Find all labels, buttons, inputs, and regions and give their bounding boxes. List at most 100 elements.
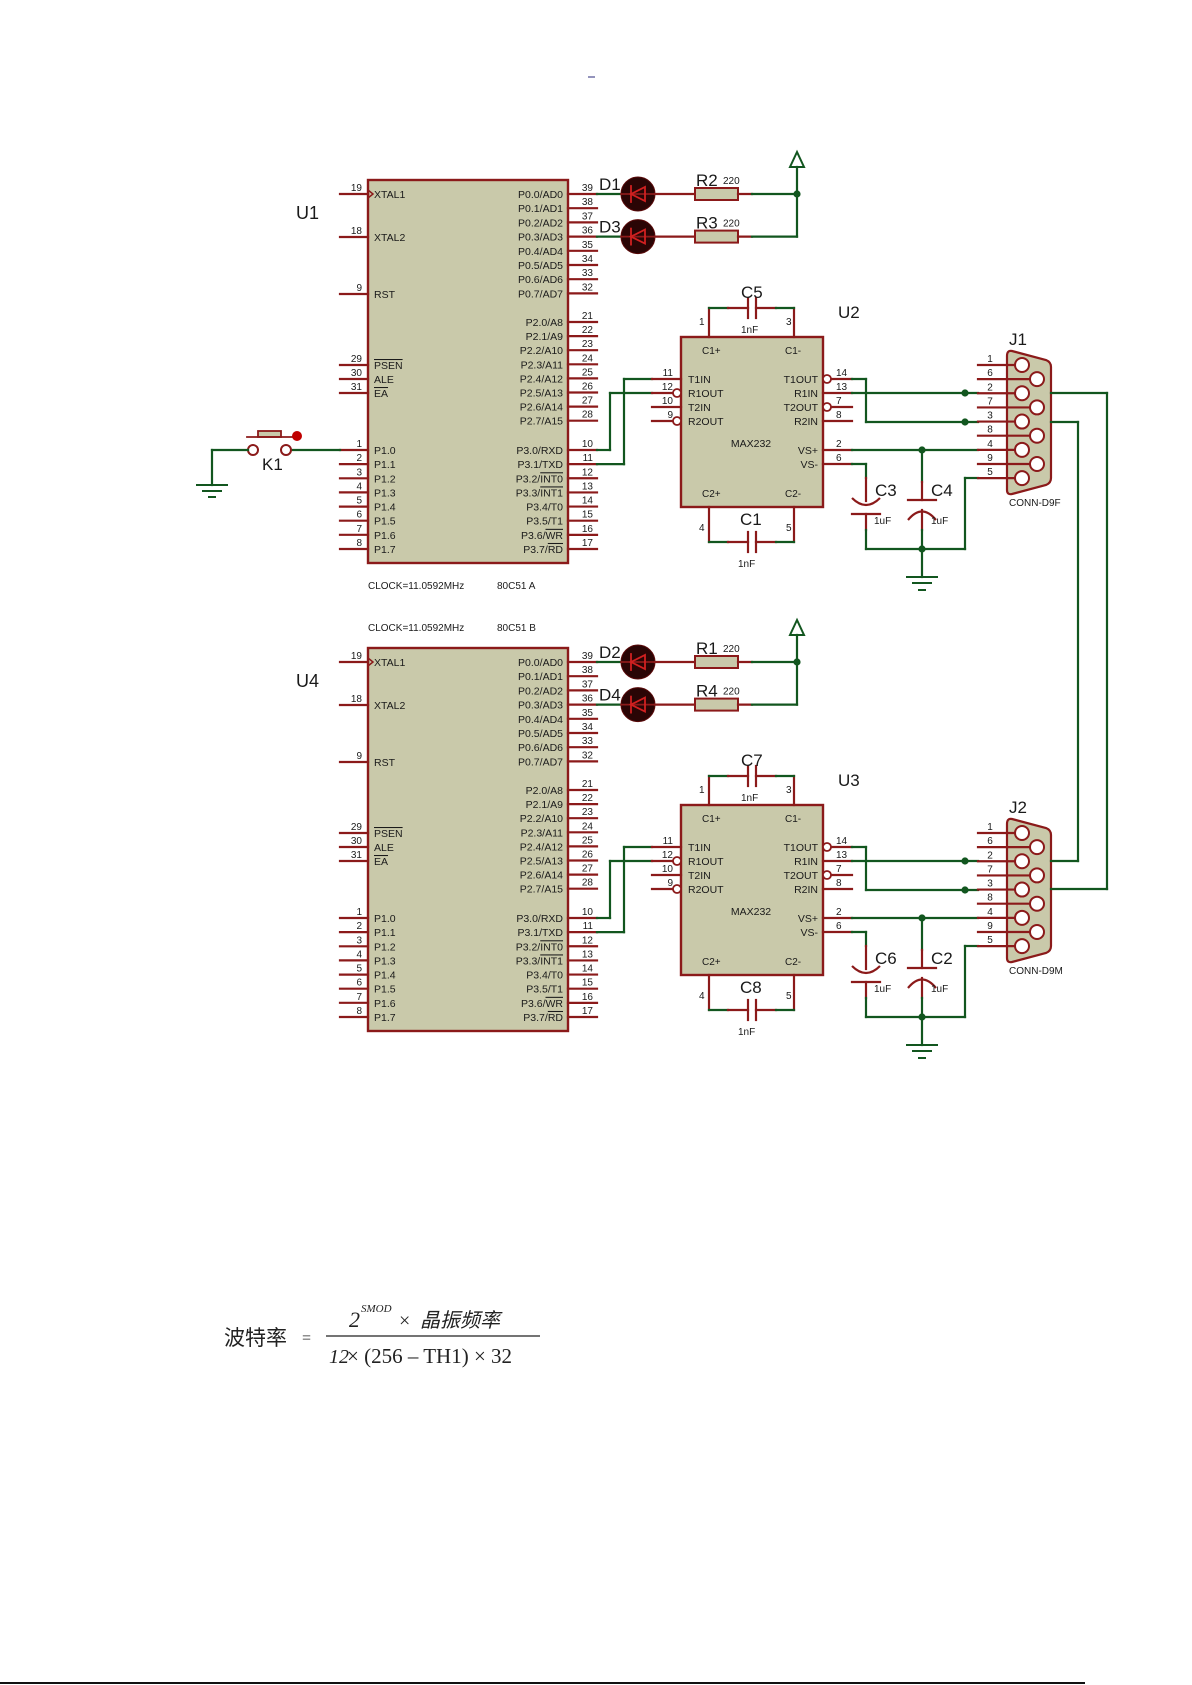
pin-name: P0.2/AD2 [518,685,563,697]
pin-name: P2.1/A9 [526,331,564,343]
pin-number: 7 [836,396,842,407]
db9-pin-socket-icon [1029,371,1045,388]
pin-number: 4 [356,481,362,492]
capacitor-ref-label: C4 [931,481,953,500]
pin-name: P3.7/RD [523,544,563,556]
capacitor-ref-label: C3 [875,481,897,500]
pin-number: 7 [836,864,842,875]
junction-dot [961,886,969,894]
switch-ref-label: K1 [262,455,283,474]
component-ref-u4: U4 [296,671,319,691]
capacitor-ref-label: C5 [741,283,763,302]
pin-number: 4 [356,949,362,960]
pin-name: T1OUT [784,374,819,386]
pin-number: 16 [582,992,594,1003]
junction-dot [961,418,969,426]
pin-number: 1 [356,439,362,450]
pin-number: 7 [356,524,362,535]
mcu-part-label: 80C51 A [497,581,536,592]
pin-number: 18 [351,226,363,237]
pin-number: 8 [356,538,362,549]
pin-number: 11 [583,453,594,464]
pin-number: 3 [987,411,993,422]
db9-pin-socket-icon [1014,441,1030,458]
pin-number: 27 [582,396,594,407]
pin-number: 24 [582,821,594,832]
pin-number: 33 [582,736,594,747]
pin-name: P1.4 [374,970,396,982]
pin-number: 2 [356,921,362,932]
pin-name: T1OUT [784,842,819,854]
pin-number: 6 [836,921,842,932]
pin-number: 15 [582,510,594,521]
pin-number: 8 [356,1006,362,1017]
power-arrow-icon [788,617,806,636]
pin-name: P2.5/A13 [520,856,563,868]
pin-name: XTAL2 [374,232,405,244]
pin-number: 14 [836,368,848,379]
pin-number: 23 [582,807,594,818]
pin-number: 15 [582,978,594,989]
pin-number: 1 [356,907,362,918]
pin-number: 13 [836,382,848,393]
resistor-value-label: 220 [723,687,740,698]
pin-number: 3 [987,879,993,890]
pin-name: P0.3/AD3 [518,700,563,712]
pin-name: P3.4/T0 [526,970,563,982]
pin-name: C2+ [702,489,721,500]
capacitor-value-label: 1uF [931,516,948,527]
pin-name: RST [374,289,396,301]
pin-name: ALE [374,842,394,854]
pin-number: 12 [582,935,594,946]
junction-dot [961,389,969,397]
pin-name: P0.6/AD6 [518,274,563,286]
pin-number: 16 [582,524,594,535]
pin-name: P0.7/AD7 [518,756,563,768]
pin-number: 24 [582,353,594,364]
junction-dot [793,658,801,666]
pin-number: 25 [582,367,594,378]
db9-pin-socket-icon [1014,413,1030,430]
pin-number: 35 [582,240,594,251]
pin-number: 12 [662,850,674,861]
component-ref-u1: U1 [296,203,319,223]
pin-number: 14 [582,496,594,507]
pin-name: P2.6/A14 [520,402,563,414]
pin-name: T2OUT [784,870,819,882]
pin-number: 19 [351,183,363,194]
pin-name: P3.0/RXD [516,913,563,925]
pin-number: 10 [582,439,594,450]
pin-number: 36 [582,226,594,237]
pin-name: P0.5/AD5 [518,260,563,272]
switch-state-indicator [292,431,302,441]
pin-name: P2.7/A15 [520,884,563,896]
pin-number: 17 [582,1006,594,1017]
pin-name: C2- [785,489,801,500]
max232-part-label: MAX232 [731,906,771,918]
pin-number: 32 [582,282,594,293]
pin-number: 36 [582,694,594,705]
pin-number: 6 [987,836,993,847]
pin-name: P3.6/WR [521,530,563,542]
pin-number: 5 [987,467,993,478]
pin-name: XTAL1 [374,189,405,201]
pin-number: 7 [987,864,993,875]
pin-number: 7 [356,992,362,1003]
pin-number: 1 [987,822,993,833]
pin-number: 2 [987,382,993,393]
inverted-pin-bubble-icon [822,842,832,852]
max232-u3-body [679,803,825,977]
pin-name: P3.1/TXD [517,459,563,471]
pin-name: P2.2/A10 [520,345,563,357]
db9-pin-socket-icon [1014,357,1030,373]
connector-ref-j2: J2 [1009,798,1027,817]
pin-number: 34 [582,254,594,265]
pin-name: C1+ [702,346,721,357]
pin-name: P1.1 [374,459,396,471]
pin-number: 38 [582,665,594,676]
pin-name: P3.7/RD [523,1012,563,1024]
pin-number: 9 [987,921,993,932]
pin-name: P3.1/TXD [517,927,563,939]
